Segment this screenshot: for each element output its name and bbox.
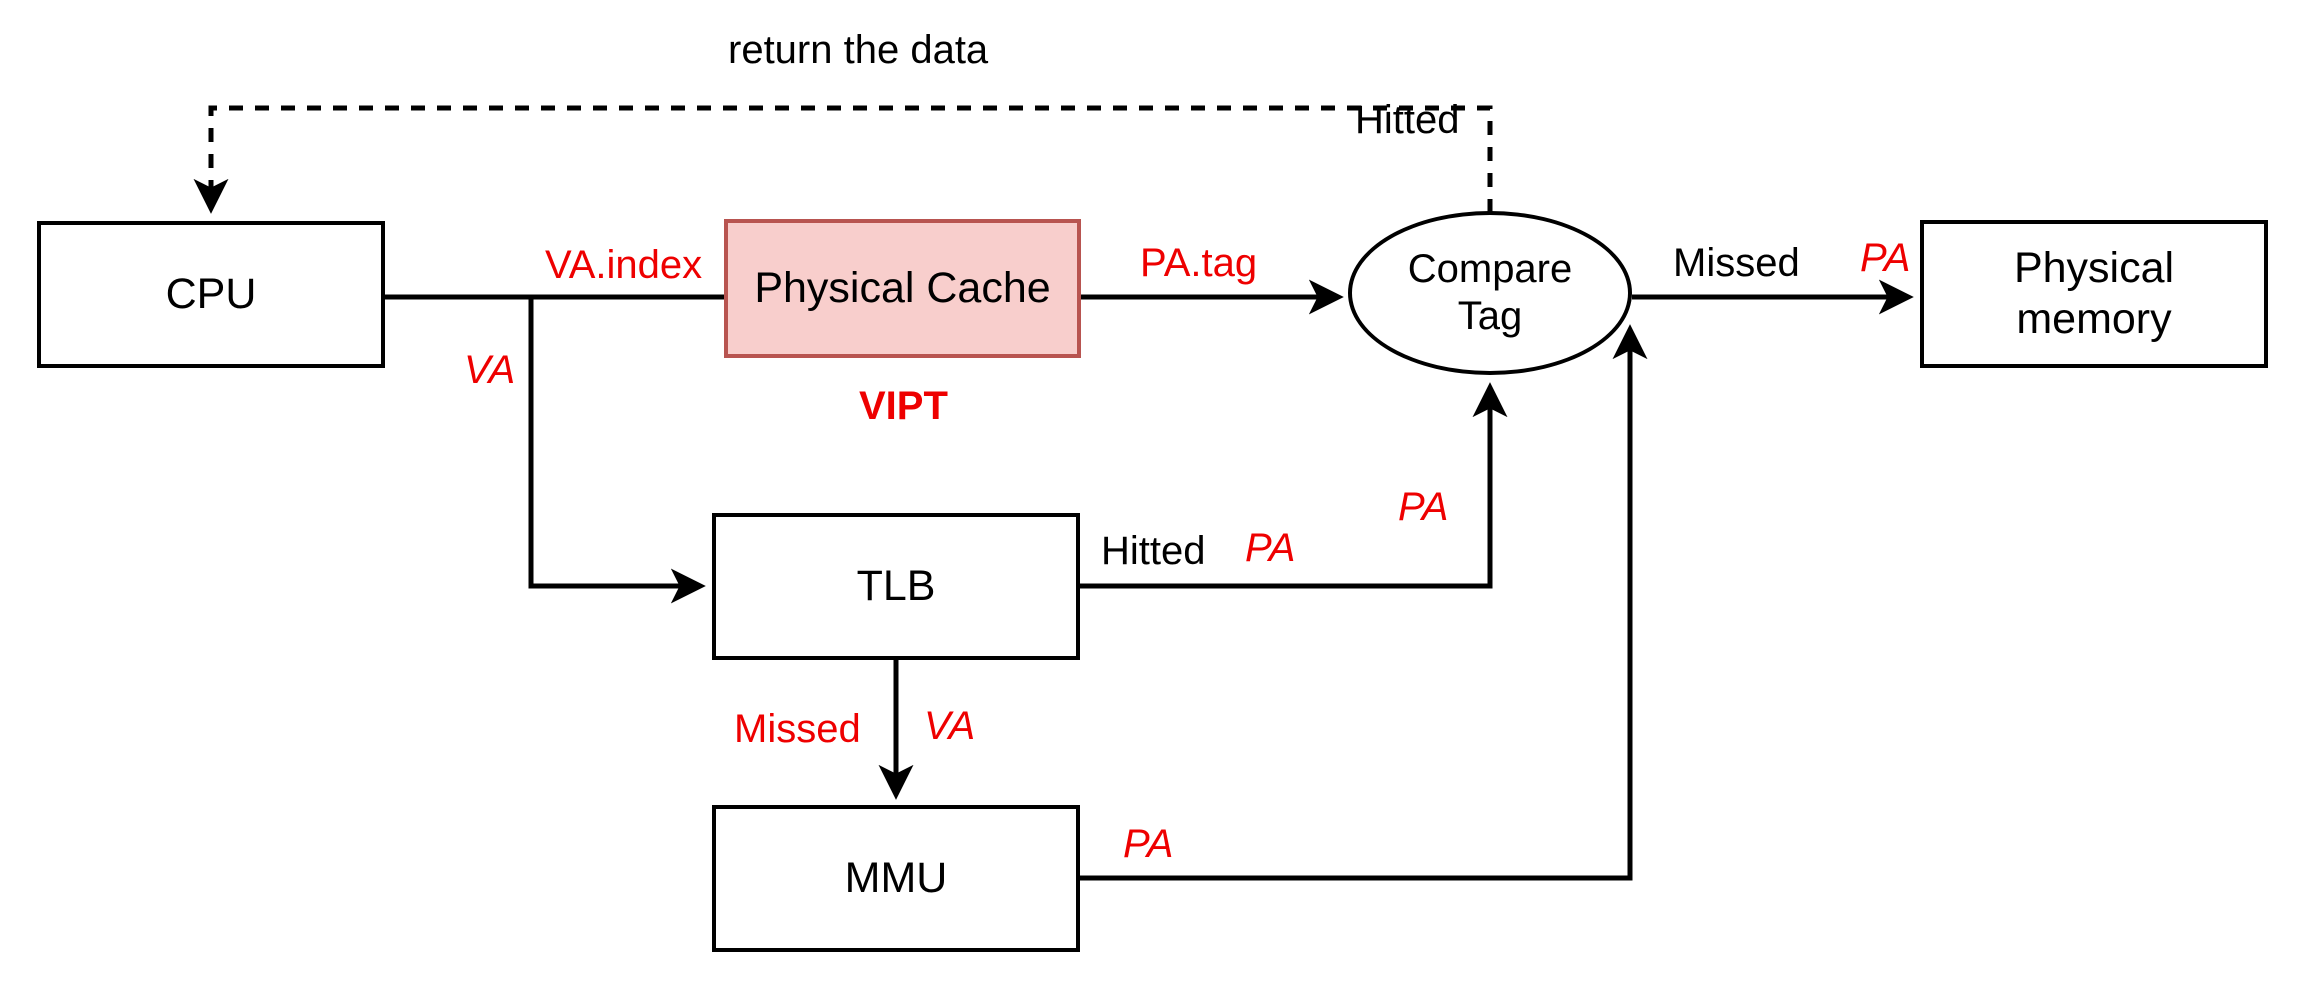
node-compare-tag-label-line2: Tag: [1457, 294, 1523, 338]
node-cpu-label: CPU: [165, 270, 257, 319]
edge-compare-tag-to-cpu-return: [193, 105, 1493, 214]
edge-label-va-mmu: VA: [924, 704, 976, 748]
edge-label-return-the-data: return the data: [728, 28, 989, 72]
node-mmu[interactable]: MMU: [712, 805, 1080, 952]
edge-label-va-index: VA.index: [545, 243, 703, 287]
node-physical-memory[interactable]: Physical memory: [1920, 220, 2268, 368]
node-cpu[interactable]: CPU: [37, 221, 385, 368]
edge-label-hitted-cache: Hitted: [1355, 98, 1460, 142]
edge-label-missed-tlb: Missed: [734, 707, 861, 751]
edge-label-pa-tag: PA.tag: [1140, 241, 1258, 285]
node-compare-tag[interactable]: Compare Tag: [1348, 211, 1632, 375]
edge-label-va: VA: [464, 348, 516, 392]
edge-label-hitted-tlb: Hitted: [1101, 529, 1206, 573]
edge-label-pa-tlb-vertical: PA: [1398, 485, 1449, 529]
edge-cpu-to-tlb: [528, 297, 706, 604]
node-physical-cache[interactable]: Physical Cache: [724, 219, 1081, 358]
node-physical-cache-label: Physical Cache: [754, 264, 1051, 313]
edge-label-pa-memory: PA: [1860, 236, 1911, 280]
node-tlb[interactable]: TLB: [712, 513, 1080, 660]
node-physical-memory-label-line1: Physical: [2013, 244, 2175, 293]
annotation-vipt: VIPT: [859, 384, 948, 428]
edge-label-pa-tlb: PA: [1245, 526, 1296, 570]
node-mmu-label: MMU: [844, 854, 948, 903]
node-tlb-label: TLB: [856, 562, 936, 611]
node-compare-tag-label-line1: Compare: [1407, 246, 1573, 291]
edge-label-pa-mmu: PA: [1123, 822, 1174, 866]
node-physical-memory-label-line2: memory: [2016, 295, 2172, 343]
edge-mmu-to-compare-tag: [1080, 324, 1648, 881]
edge-label-missed: Missed: [1673, 241, 1800, 285]
edge-tlb-to-compare-tag: [1080, 382, 1508, 589]
